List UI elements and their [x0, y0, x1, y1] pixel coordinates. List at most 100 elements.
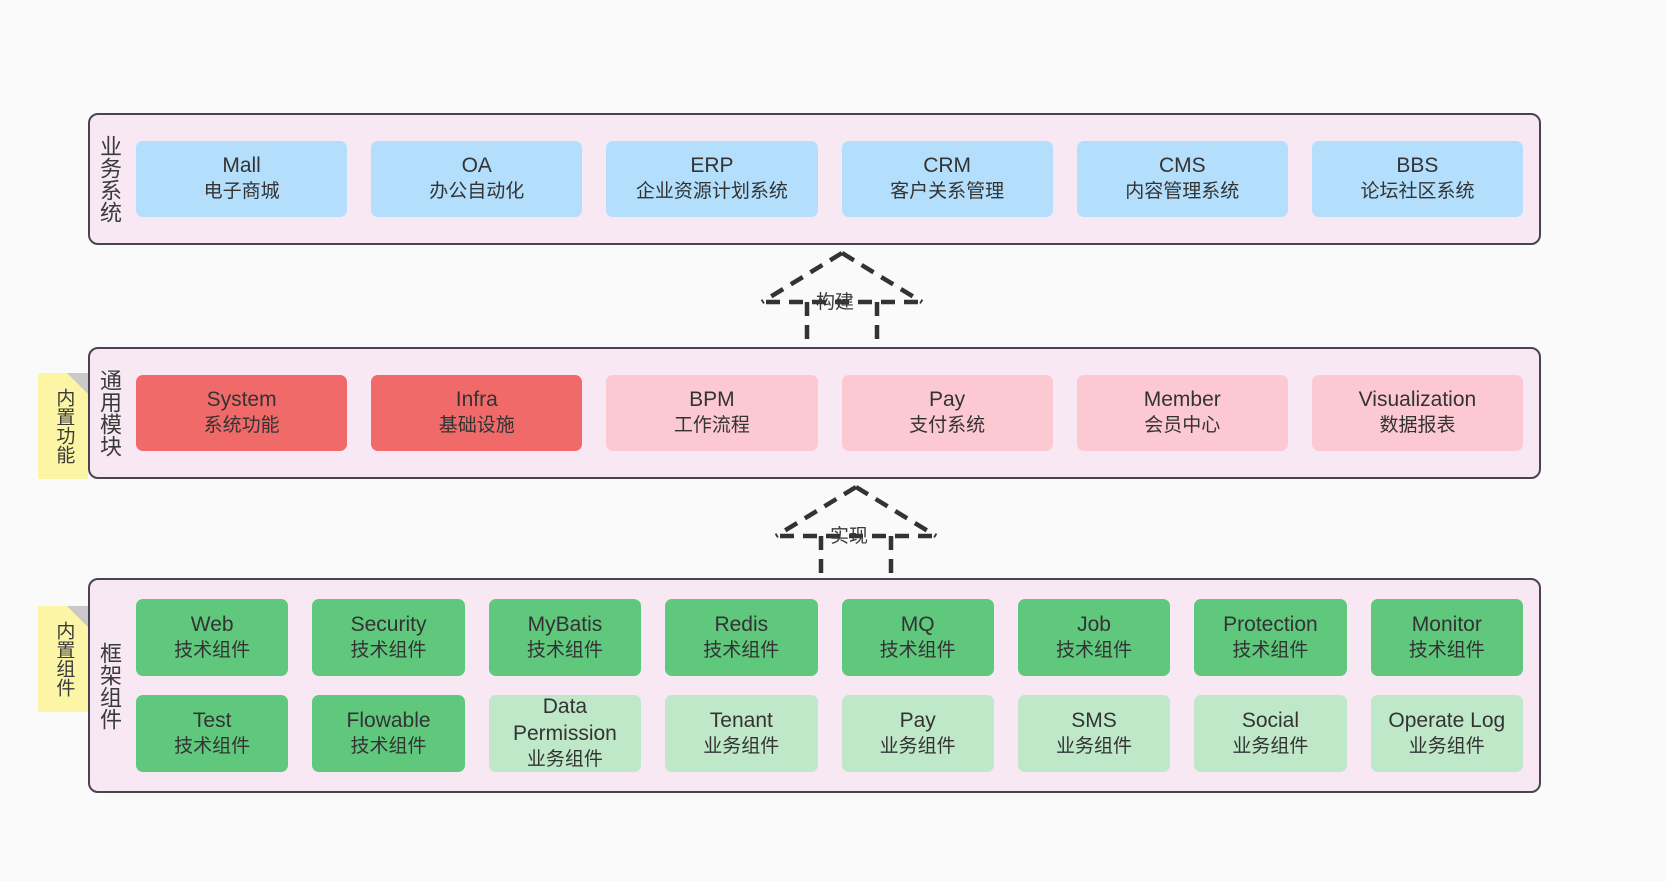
- card-subtitle: 论坛社区系统: [1360, 181, 1475, 203]
- page-fold-icon: [67, 373, 88, 394]
- card-subtitle: 会员中心: [1144, 415, 1221, 437]
- sticky-note-label: 内置功能: [53, 388, 75, 464]
- connector-label: 构建: [816, 292, 855, 313]
- card-tenant[interactable]: Tenant 业务组件: [665, 695, 818, 772]
- card-title: Member: [1143, 388, 1221, 412]
- card-subtitle: 客户关系管理: [890, 181, 1005, 203]
- card-subtitle: 企业资源计划系统: [635, 181, 788, 203]
- card-title: Data Permission: [513, 695, 617, 746]
- card-title: Monitor: [1411, 612, 1482, 636]
- card-title: Redis: [714, 612, 769, 636]
- card-subtitle: 技术组件: [350, 639, 427, 661]
- card-infra[interactable]: Infra 基础设施: [371, 375, 583, 451]
- card-bbs[interactable]: BBS 论坛社区系统: [1311, 141, 1524, 217]
- card-title: System: [206, 388, 277, 412]
- card-title: SMS: [1071, 708, 1117, 732]
- card-title: ERP: [690, 154, 734, 178]
- card-subtitle: 工作流程: [673, 415, 750, 437]
- card-subtitle: 技术组件: [1232, 639, 1309, 661]
- layer-body-modules: System 系统功能 Infra 基础设施 BPM 工作流程 Pay 支付系统…: [128, 349, 1539, 477]
- card-security[interactable]: Security 技术组件: [312, 599, 465, 676]
- page-fold-icon: [67, 606, 88, 627]
- card-bpm[interactable]: BPM 工作流程: [606, 375, 818, 451]
- generalization-arrow-icon: [760, 251, 924, 347]
- card-title: Security: [350, 612, 427, 636]
- card-protection[interactable]: Protection 技术组件: [1194, 599, 1347, 676]
- card-subtitle: 技术组件: [1056, 639, 1133, 661]
- card-subtitle: 办公自动化: [429, 181, 525, 203]
- card-pay-component[interactable]: Pay 业务组件: [841, 695, 994, 772]
- card-test[interactable]: Test 技术组件: [136, 695, 289, 772]
- card-row: Mall 电子商城 OA 办公自动化 ERP 企业资源计划系统 CRM 客户关系…: [136, 141, 1524, 217]
- card-subtitle: 业务组件: [1232, 735, 1309, 757]
- card-erp[interactable]: ERP 企业资源计划系统: [606, 141, 818, 217]
- card-title: Tenant: [709, 708, 773, 732]
- layer-title-modules: 通用模块: [96, 369, 122, 457]
- card-title: CMS: [1158, 154, 1206, 178]
- card-title: Operate Log: [1388, 708, 1506, 732]
- sticky-note-builtin-components: 内置组件: [38, 606, 88, 712]
- card-subtitle: 业务组件: [1408, 735, 1485, 757]
- card-subtitle: 技术组件: [350, 735, 427, 757]
- card-subtitle: 业务组件: [526, 749, 603, 771]
- card-visualization[interactable]: Visualization 数据报表: [1311, 375, 1524, 451]
- card-row-business: Test 技术组件 Flowable 技术组件 Data Permission …: [136, 695, 1523, 772]
- card-title: Infra: [455, 388, 498, 412]
- card-monitor[interactable]: Monitor 技术组件: [1370, 599, 1523, 676]
- card-subtitle: 技术组件: [879, 639, 956, 661]
- layer-framework-components: 框架组件 Web 技术组件 Security 技术组件 MyBatis 技术组件…: [88, 578, 1541, 793]
- card-mall[interactable]: Mall 电子商城: [136, 141, 348, 217]
- card-title: Job: [1077, 612, 1111, 636]
- card-oa[interactable]: OA 办公自动化: [371, 141, 583, 217]
- layer-common-modules: 通用模块 System 系统功能 Infra 基础设施 BPM 工作流程 Pay…: [88, 347, 1541, 479]
- card-subtitle: 业务组件: [1056, 735, 1133, 757]
- card-sms[interactable]: SMS 业务组件: [1017, 695, 1171, 772]
- card-title: BPM: [689, 388, 735, 412]
- card-title: Flowable: [346, 708, 431, 732]
- card-subtitle: 技术组件: [174, 735, 251, 757]
- connector-implement: 实现: [770, 481, 942, 581]
- card-member[interactable]: Member 会员中心: [1076, 375, 1288, 451]
- card-web[interactable]: Web 技术组件: [136, 599, 289, 676]
- card-title: Web: [190, 612, 234, 636]
- layer-body-business: Mall 电子商城 OA 办公自动化 ERP 企业资源计划系统 CRM 客户关系…: [128, 115, 1539, 243]
- card-system[interactable]: System 系统功能: [136, 375, 348, 451]
- connector-build: 构建: [756, 247, 928, 347]
- card-job[interactable]: Job 技术组件: [1017, 599, 1171, 676]
- card-title: Mall: [222, 154, 261, 178]
- card-flowable[interactable]: Flowable 技术组件: [312, 695, 465, 772]
- card-title: Pay: [899, 708, 936, 732]
- layer-title-framework: 框架组件: [96, 641, 122, 730]
- card-title: MyBatis: [527, 612, 603, 636]
- card-row: System 系统功能 Infra 基础设施 BPM 工作流程 Pay 支付系统…: [136, 375, 1524, 451]
- layer-business-systems: 业务系统 Mall 电子商城 OA 办公自动化 ERP 企业资源计划系统 CRM…: [88, 113, 1541, 245]
- card-title: Visualization: [1358, 388, 1477, 412]
- card-title: OA: [461, 154, 492, 178]
- card-title: Test: [192, 708, 232, 732]
- sticky-note-builtin-features: 内置功能: [38, 373, 88, 479]
- card-subtitle: 基础设施: [438, 415, 515, 437]
- card-title: Protection: [1223, 612, 1318, 636]
- card-subtitle: 数据报表: [1379, 415, 1456, 437]
- card-subtitle: 内容管理系统: [1125, 181, 1240, 203]
- card-social[interactable]: Social 业务组件: [1194, 695, 1347, 772]
- card-title: Social: [1241, 708, 1300, 732]
- card-mybatis[interactable]: MyBatis 技术组件: [488, 599, 642, 676]
- sticky-note-label: 内置组件: [53, 621, 75, 697]
- card-title: Pay: [929, 388, 966, 412]
- card-crm[interactable]: CRM 客户关系管理: [841, 141, 1053, 217]
- card-title: BBS: [1396, 154, 1439, 178]
- generalization-arrow-icon: [774, 485, 938, 581]
- card-subtitle: 系统功能: [203, 415, 280, 437]
- layer-body-framework: Web 技术组件 Security 技术组件 MyBatis 技术组件 Redi…: [128, 580, 1539, 791]
- card-data-permission[interactable]: Data Permission 业务组件: [488, 695, 642, 772]
- card-redis[interactable]: Redis 技术组件: [665, 599, 818, 676]
- card-subtitle: 技术组件: [1408, 639, 1485, 661]
- card-subtitle: 技术组件: [703, 639, 780, 661]
- card-pay-module[interactable]: Pay 支付系统: [841, 375, 1053, 451]
- card-title: MQ: [900, 612, 935, 636]
- card-subtitle: 电子商城: [203, 181, 280, 203]
- card-mq[interactable]: MQ 技术组件: [841, 599, 994, 676]
- card-cms[interactable]: CMS 内容管理系统: [1076, 141, 1288, 217]
- card-operate-log[interactable]: Operate Log 业务组件: [1370, 695, 1523, 772]
